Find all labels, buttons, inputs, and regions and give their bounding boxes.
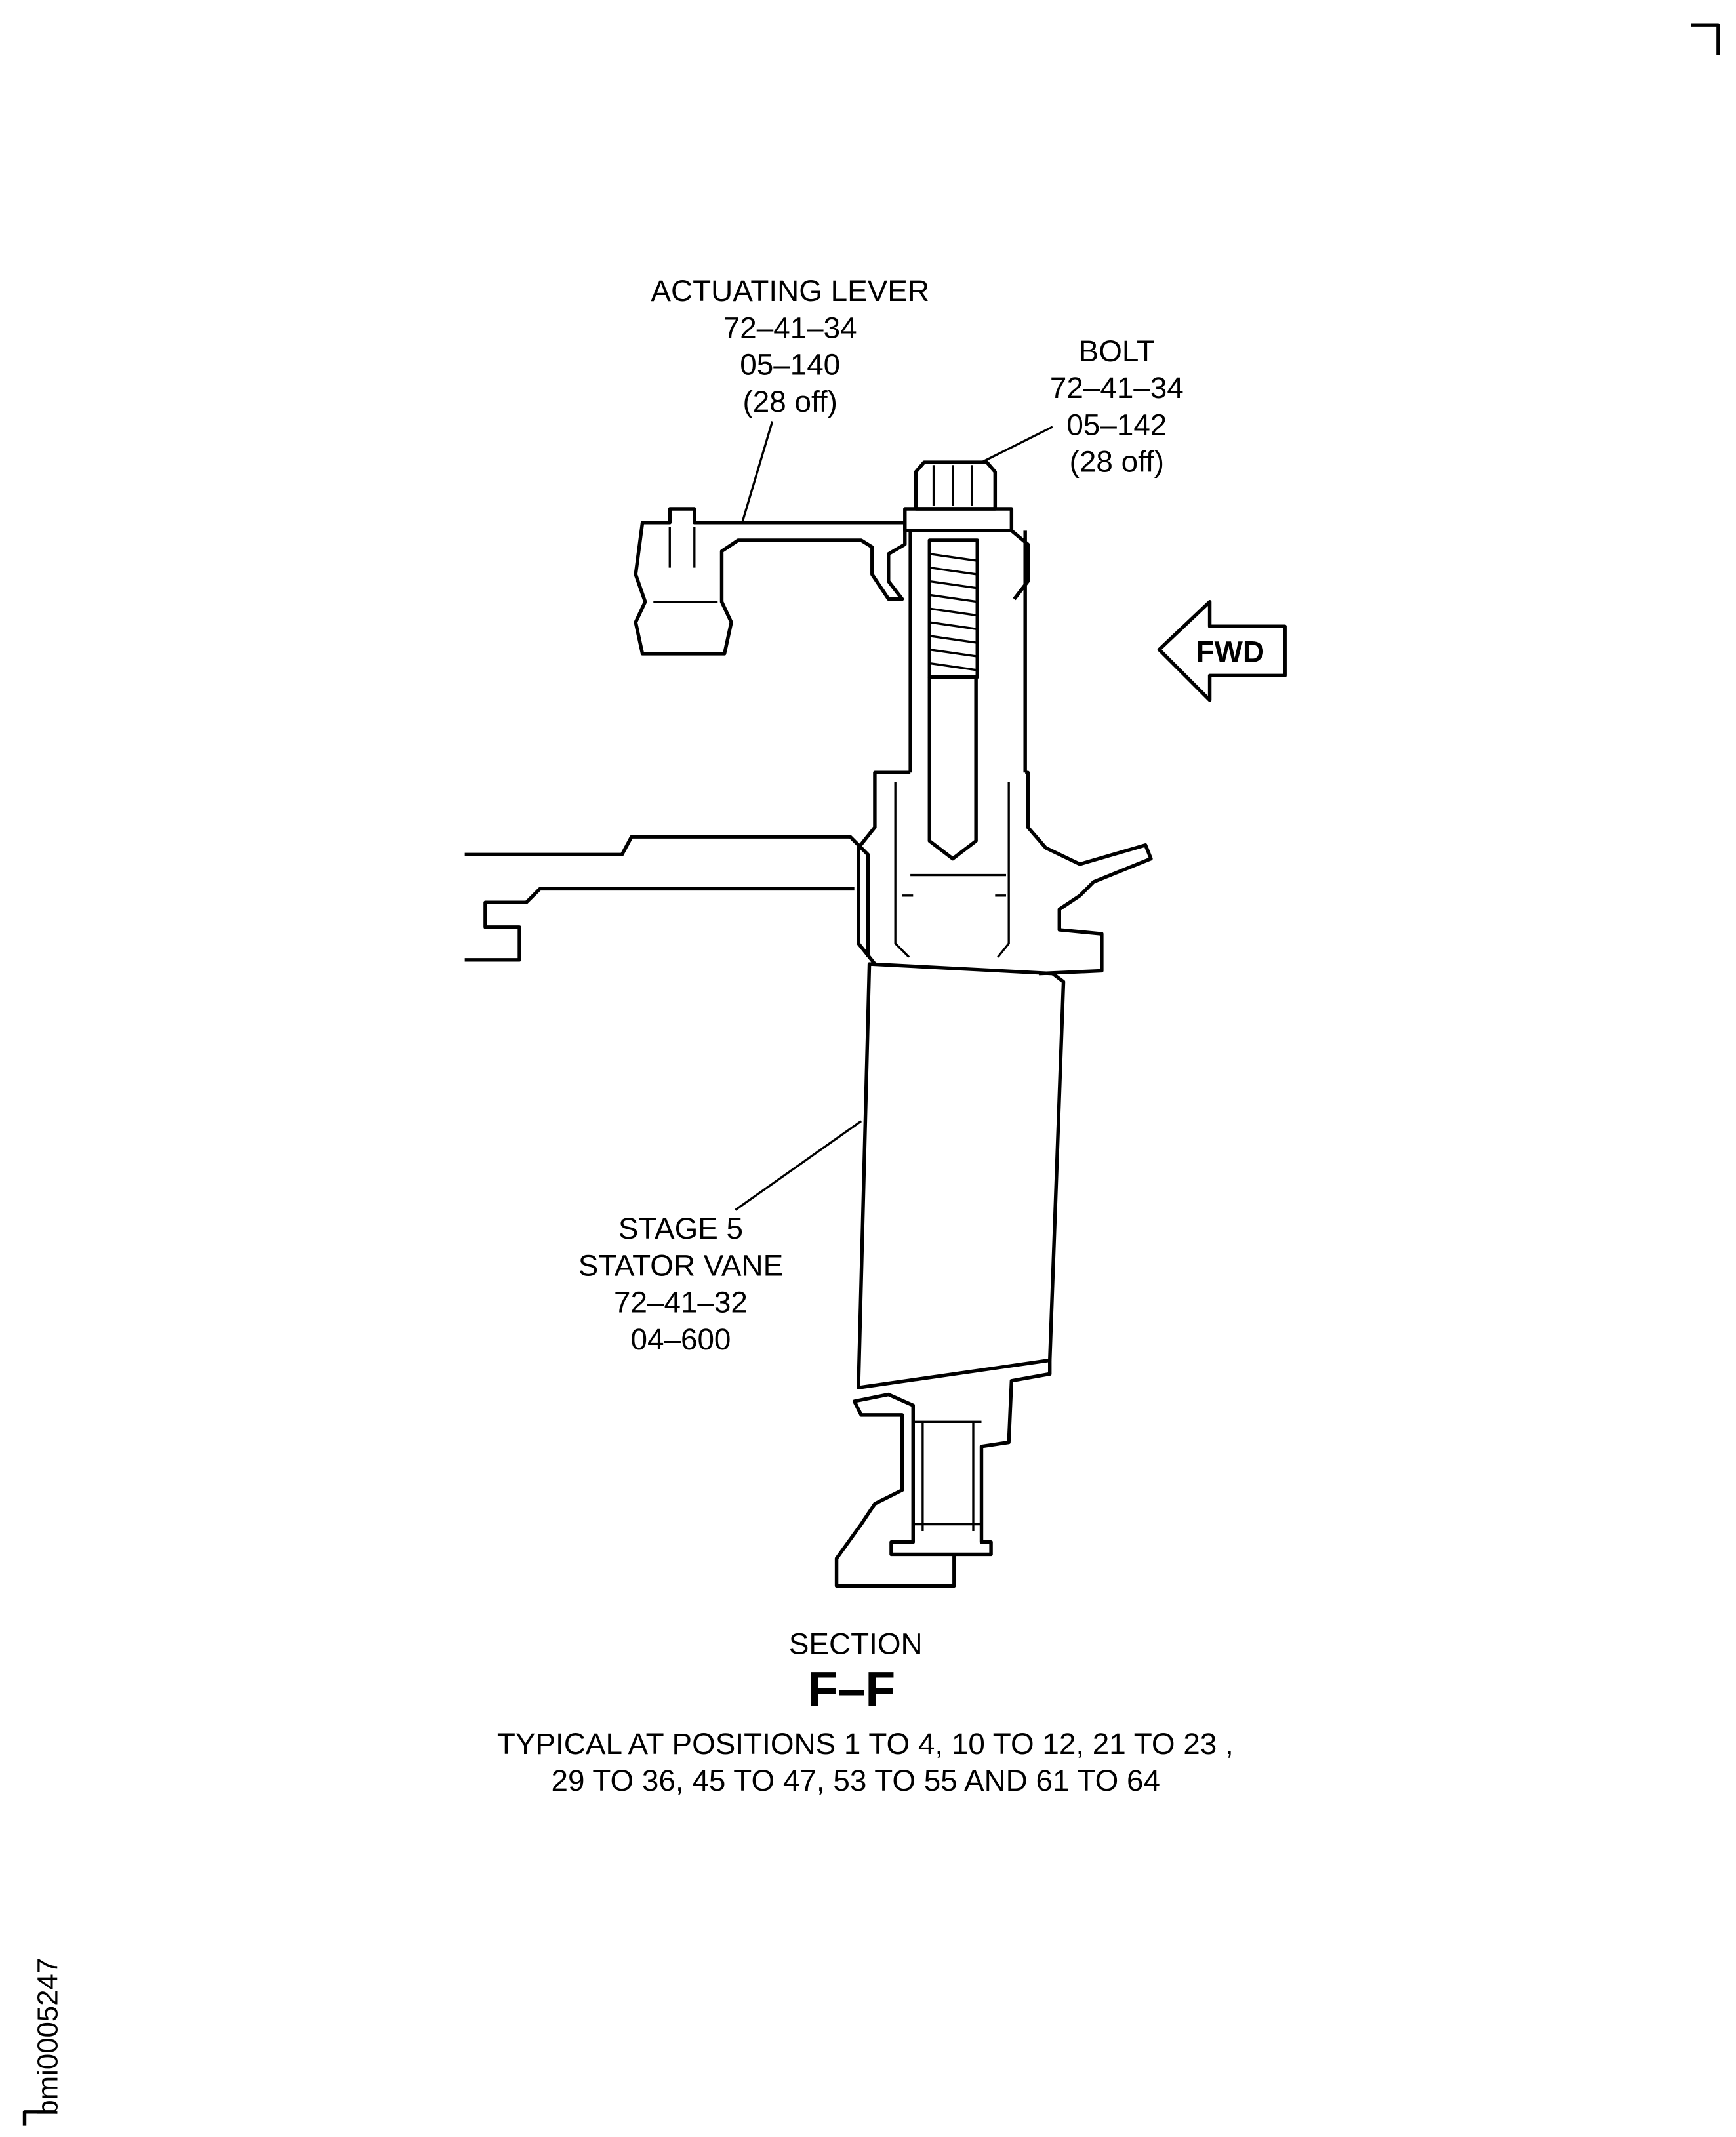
section-id: F–F <box>808 1662 895 1717</box>
leader-bolt <box>980 426 1053 464</box>
stator-vane-chapter: 72–41–32 <box>614 1285 748 1319</box>
leader-actuating-lever <box>741 421 774 523</box>
stator-vane-label: STATOR VANE <box>578 1248 783 1282</box>
note-line-1: TYPICAL AT POSITIONS 1 TO 4, 10 TO 12, 2… <box>497 1727 1234 1761</box>
section-word: SECTION <box>789 1627 923 1661</box>
note-line-2: 29 TO 36, 45 TO 47, 53 TO 55 AND 61 TO 6… <box>551 1763 1160 1797</box>
fwd-arrow: FWD <box>1157 600 1287 702</box>
actuating-lever-part: 05–140 <box>740 348 840 382</box>
actuating-lever-label: ACTUATING LEVER <box>651 273 929 308</box>
corner-mark-top-right <box>1691 23 1720 56</box>
fwd-label: FWD <box>1196 634 1264 668</box>
stator-vane-stage: STAGE 5 <box>618 1211 743 1245</box>
bolt-part: 05–142 <box>1066 407 1167 441</box>
stator-vane-part: 04–600 <box>630 1322 731 1356</box>
leader-stator-vane <box>735 1120 862 1211</box>
bolt-label: BOLT <box>1079 334 1155 368</box>
bolt-chapter: 72–41–34 <box>1050 370 1184 405</box>
bolt-qty: (28 off) <box>1070 445 1164 479</box>
actuating-lever-qty: (28 off) <box>742 384 837 418</box>
casing-drawing <box>464 770 1153 976</box>
corner-mark-bottom-left <box>22 2110 55 2126</box>
actuating-lever-chapter: 72–41–34 <box>723 310 857 344</box>
bolt-drawing <box>903 460 1030 861</box>
figure-id: bmi0005247 <box>32 1958 64 2116</box>
actuating-lever-drawing <box>634 507 907 656</box>
stator-vane-drawing <box>834 962 1066 1588</box>
